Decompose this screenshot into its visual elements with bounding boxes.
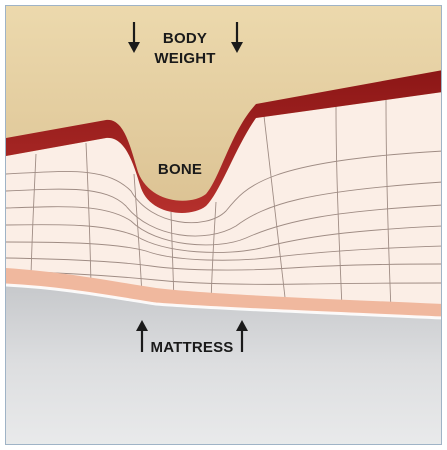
body-weight-label-line2: WEIGHT [154, 50, 215, 67]
bone-label: BONE [158, 161, 202, 178]
body-weight-label-line1: BODY [163, 30, 207, 47]
pressure-diagram-frame: BODY WEIGHT BONE MATTRESS [5, 5, 442, 445]
pressure-diagram: BODY WEIGHT BONE MATTRESS [6, 6, 442, 445]
mattress-label: MATTRESS [151, 339, 234, 356]
